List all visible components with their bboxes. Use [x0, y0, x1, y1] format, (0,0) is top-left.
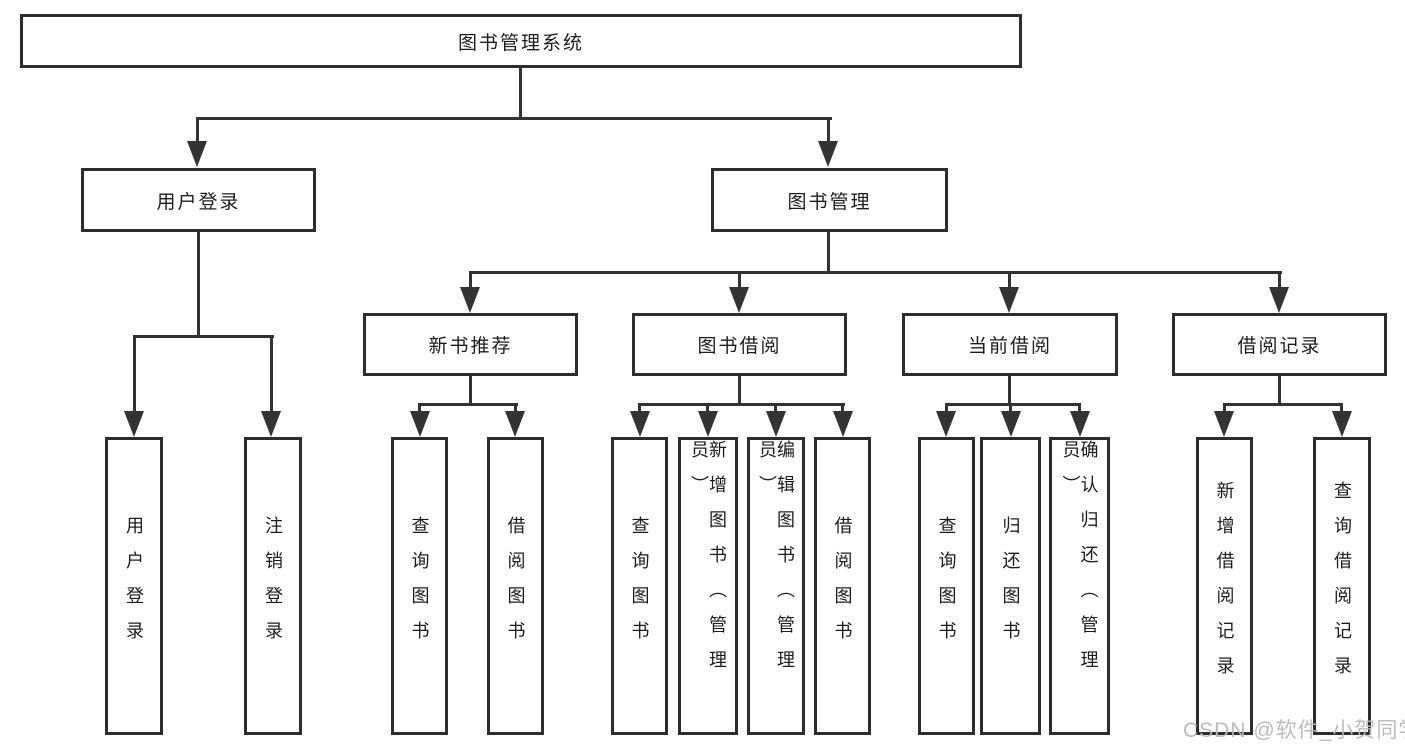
node-label: 查询借阅记录: [1332, 481, 1352, 691]
node-label: 新增借阅记录: [1214, 481, 1235, 691]
connector-line: [1223, 403, 1343, 406]
arrow-head-icon: [1332, 411, 1352, 437]
node-label: 归还图书: [1000, 516, 1021, 656]
node-current-borrow: 当前借阅: [902, 313, 1118, 376]
connector-line: [519, 68, 522, 120]
node-label: 新书推荐: [428, 336, 513, 357]
node-root-system: 图书管理系统: [20, 14, 1022, 68]
node-leaf-query-books-3: 查询图书: [918, 437, 975, 735]
node-label: 确认归还（管理员）: [1060, 440, 1099, 685]
arrow-head-icon: [729, 287, 749, 313]
node-leaf-edit-books-admin: 编辑图书（管理员）: [747, 437, 805, 735]
arrow-head-icon: [818, 141, 838, 167]
node-label: 编辑图书（管理员）: [757, 440, 795, 685]
node-borrow-records: 借阅记录: [1172, 313, 1387, 376]
arrow-head-icon: [124, 411, 144, 437]
node-label: 注销登录: [263, 516, 283, 656]
connector-line: [1008, 271, 1011, 293]
node-user-login: 用户登录: [81, 168, 316, 232]
node-book-borrow: 图书借阅: [632, 313, 847, 376]
arrow-head-icon: [766, 411, 786, 437]
node-label: 图书借阅: [697, 336, 782, 357]
connector-line: [469, 376, 472, 406]
node-label: 新增图书（管理员）: [689, 440, 727, 685]
arrow-head-icon: [833, 411, 853, 437]
connector-line: [469, 271, 1282, 274]
node-label: 用户登录: [124, 516, 144, 656]
connector-line: [133, 335, 136, 417]
connector-line: [1278, 271, 1281, 293]
node-leaf-add-books-admin: 新增图书（管理员）: [678, 437, 738, 735]
node-leaf-query-books-1: 查询图书: [391, 437, 448, 735]
arrow-head-icon: [698, 411, 718, 437]
node-leaf-user-login: 用户登录: [105, 437, 163, 735]
node-leaf-logout: 注销登录: [244, 437, 302, 735]
connector-line: [196, 117, 832, 120]
node-leaf-query-books-2: 查询图书: [611, 437, 668, 735]
node-label: 图书管理: [787, 191, 872, 213]
arrow-head-icon: [1269, 287, 1289, 313]
node-leaf-borrow-books-1: 借阅图书: [487, 437, 544, 735]
connector-line: [738, 376, 741, 406]
connector-line: [197, 232, 200, 338]
arrow-head-icon: [460, 287, 480, 313]
node-leaf-confirm-return-admin: 确认归还（管理员）: [1049, 437, 1110, 735]
node-label: 查询图书: [409, 516, 430, 656]
connector-line: [418, 403, 518, 406]
arrow-head-icon: [410, 411, 430, 437]
node-root-label: 图书管理系统: [457, 32, 584, 54]
connector-line: [133, 335, 274, 338]
connector-line: [738, 271, 741, 293]
node-label: 借阅记录: [1237, 336, 1322, 357]
arrow-head-icon: [936, 411, 956, 437]
node-label: 用户登录: [156, 191, 241, 213]
node-book-management: 图书管理: [711, 168, 948, 232]
node-label: 借阅图书: [505, 516, 526, 656]
node-new-book-recommend: 新书推荐: [363, 313, 578, 376]
node-label: 查询图书: [629, 516, 650, 656]
node-leaf-borrow-books-2: 借阅图书: [814, 437, 871, 735]
arrow-head-icon: [505, 411, 525, 437]
csdn-watermark: CSDN @软件_小贺同学: [1183, 719, 1405, 742]
node-label: 借阅图书: [832, 516, 853, 656]
connector-line: [270, 335, 273, 417]
node-leaf-query-borrow-record: 查询借阅记录: [1313, 437, 1371, 735]
connector-line: [196, 117, 199, 145]
node-leaf-add-borrow-record: 新增借阅记录: [1196, 437, 1253, 735]
node-label: 当前借阅: [967, 336, 1052, 357]
arrow-head-icon: [1214, 411, 1234, 437]
node-leaf-return-books: 归还图书: [980, 437, 1041, 735]
connector-line: [638, 403, 845, 406]
arrow-head-icon: [261, 411, 281, 437]
arrow-head-icon: [187, 141, 207, 167]
arrow-head-icon: [1070, 411, 1090, 437]
arrow-head-icon: [999, 287, 1019, 313]
connector-line: [1008, 376, 1011, 406]
connector-line: [827, 117, 830, 145]
connector-line: [945, 403, 1081, 406]
node-label: 查询图书: [936, 516, 957, 656]
connector-line: [1278, 376, 1281, 406]
connector-line: [469, 271, 472, 293]
arrow-head-icon: [630, 411, 650, 437]
arrow-head-icon: [1001, 411, 1021, 437]
connector-line: [827, 232, 830, 274]
